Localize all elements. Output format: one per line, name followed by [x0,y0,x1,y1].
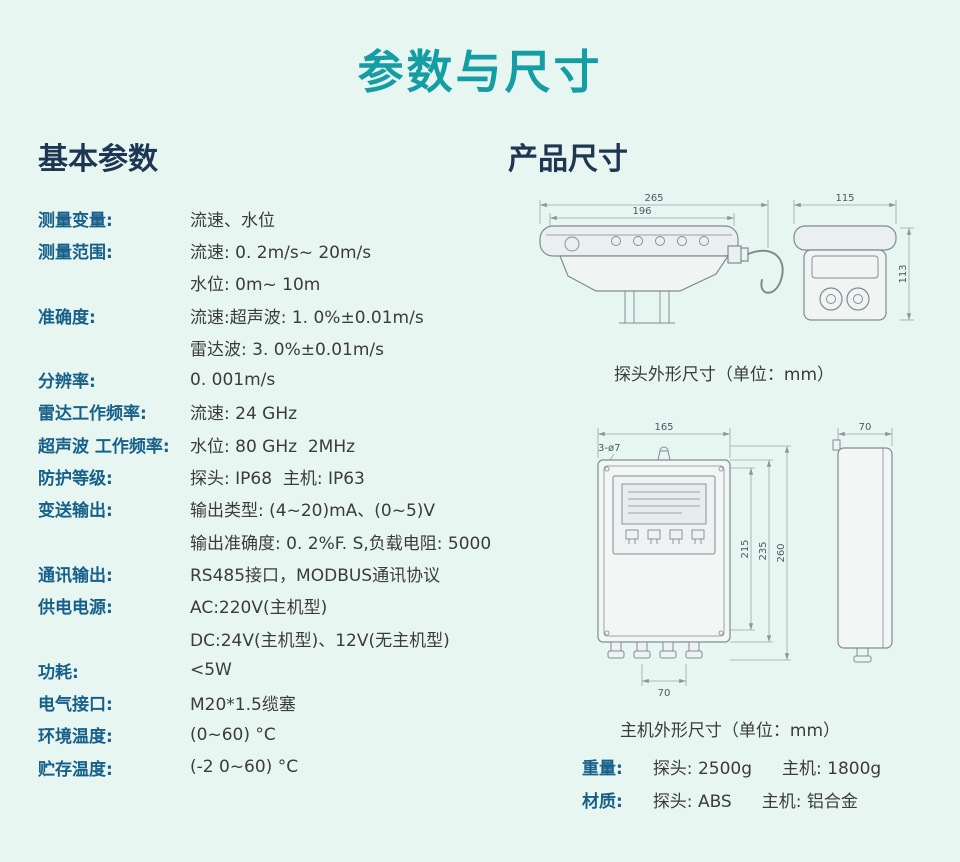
probe-connector [727,245,742,264]
weight-line: 重量: 探头: 2500g 主机: 1800g [582,754,881,779]
param-row: 输出准确度: 0. 2%F. S,负载电阻: 5000 [38,525,498,557]
probe-total-width-dim: 265 [644,193,663,204]
main-unit-caption: 主机外形尺寸（单位：mm） [619,721,841,741]
product-size-heading: 产品尺寸 [508,142,628,177]
main-unit-drawing: 165 3-ø7 70 215 235 260 70 [597,422,893,699]
param-row: 防护等级: 探头: IP68 主机: IP63 [38,460,498,492]
param-value: (0~60) °C [190,724,276,745]
param-value: 水位: 0m~ 10m [190,275,321,296]
basic-params-list: 测量变量: 流速、水位 测量范围: 流速: 0. 2m/s~ 20m/s 水位: 0… [38,202,498,783]
param-value: DC:24V(主机型)、12V(无主机型) [190,630,450,651]
main-holes-label: 3-ø7 [598,443,620,454]
probe-front-view [793,225,897,321]
probe-dim-labels: 265 196 115 113 [632,193,909,284]
param-value: 流速、水位 [190,210,275,231]
cable-glands [607,641,703,659]
param-value: 水位: 80 GHz 2MHz [190,436,356,457]
param-row: 贮存温度: (-2 0~60) °C [38,751,498,783]
param-row: DC:24V(主机型)、12V(无主机型) [38,622,498,654]
param-row: 水位: 0m~ 10m [38,267,498,299]
material-line: 材质: 探头: ABS 主机: 铝合金 [582,787,858,812]
param-row: 雷达工作频率: 流速: 24 GHz [38,396,498,428]
param-value: 流速:超声波: 1. 0%±0.01m/s [190,307,424,328]
param-label: 功耗: [38,662,79,683]
main-height-body-dim: 235 [758,541,769,560]
param-row: 分辨率: 0. 001m/s [38,363,498,395]
main-front-view [597,446,731,659]
param-row: 环境温度: (0~60) °C [38,719,498,751]
terminal-blocks [625,529,705,544]
param-row: 功耗: <5W [38,654,498,686]
param-value: M20*1.5缆塞 [190,695,296,716]
param-value: (-2 0~60) °C [190,757,299,778]
param-label: 测量变量: [38,210,113,231]
param-value: 输出类型: (4~20)mA、(0~5)V [190,501,436,522]
param-value: 探头: IP68 主机: IP63 [190,469,365,490]
probe-side-view [539,225,784,324]
weight-probe-value: 探头: 2500g [652,759,752,779]
param-value: 输出准确度: 0. 2%F. S,负载电阻: 5000 [190,533,492,554]
main-hole-spacing-dim: 70 [658,688,671,699]
probe-front-height-dim: 113 [898,264,909,283]
main-depth-dim: 70 [859,422,872,433]
weight-main-value: 主机: 1800g [782,759,882,779]
param-label: 防护等级: [38,469,113,490]
param-label: 雷达工作频率: [38,404,147,425]
param-label: 超声波 工作频率: [38,436,170,457]
main-height-total-dim: 260 [776,543,787,562]
main-side-view [832,439,893,663]
param-value: <5W [190,660,232,681]
param-value: 流速: 24 GHz [190,404,298,425]
param-row: 通讯输出: RS485接口，MODBUS通讯协议 [38,557,498,589]
param-value: 雷达波: 3. 0%±0.01m/s [190,339,384,360]
param-row: 雷达波: 3. 0%±0.01m/s [38,331,498,363]
param-row: 测量范围: 流速: 0. 2m/s~ 20m/s [38,234,498,266]
param-label: 贮存温度: [38,759,113,780]
param-value: RS485接口，MODBUS通讯协议 [190,565,441,586]
probe-dim-lines [539,200,914,321]
display-screen [621,483,707,525]
param-row: 超声波 工作频率: 水位: 80 GHz 2MHz [38,428,498,460]
main-unit-figure: 165 3-ø7 70 215 235 260 70 [552,420,908,712]
weight-label: 重量: [582,759,623,779]
param-value: AC:220V(主机型) [190,598,328,619]
param-label: 环境温度: [38,727,113,748]
param-row: 供电电源: AC:220V(主机型) [38,590,498,622]
param-value: 0. 001m/s [190,369,276,390]
param-label: 分辨率: [38,372,96,393]
param-label: 变送输出: [38,501,113,522]
param-value: 流速: 0. 2m/s~ 20m/s [190,242,372,263]
probe-caption: 探头外形尺寸（单位：mm） [613,365,835,385]
main-dim-labels: 165 3-ø7 70 215 235 260 70 [598,422,871,699]
probe-cable [747,249,784,294]
param-label: 准确度: [38,307,96,328]
material-label: 材质: [582,792,623,812]
material-main-value: 主机: 铝合金 [761,792,858,812]
param-row: 测量变量: 流速、水位 [38,202,498,234]
param-row: 变送输出: 输出类型: (4~20)mA、(0~5)V [38,493,498,525]
probe-drawing: 265 196 115 113 [539,193,914,324]
main-height-inner-dim: 215 [740,539,751,558]
probe-figure: 265 196 115 113 [528,188,920,356]
param-label: 通讯输出: [38,565,113,586]
probe-top-width-dim: 196 [632,206,651,217]
param-label: 电气接口: [38,695,113,716]
param-label: 供电电源: [38,598,113,619]
param-row: 准确度: 流速:超声波: 1. 0%±0.01m/s [38,299,498,331]
probe-front-width-dim: 115 [835,193,854,204]
material-probe-value: 探头: ABS [652,792,732,812]
param-label: 测量范围: [38,242,113,263]
basic-params-heading: 基本参数 [38,142,158,177]
page-title: 参数与尺寸 [357,45,603,99]
main-width-dim: 165 [654,422,673,433]
param-row: 电气接口: M20*1.5缆塞 [38,686,498,718]
